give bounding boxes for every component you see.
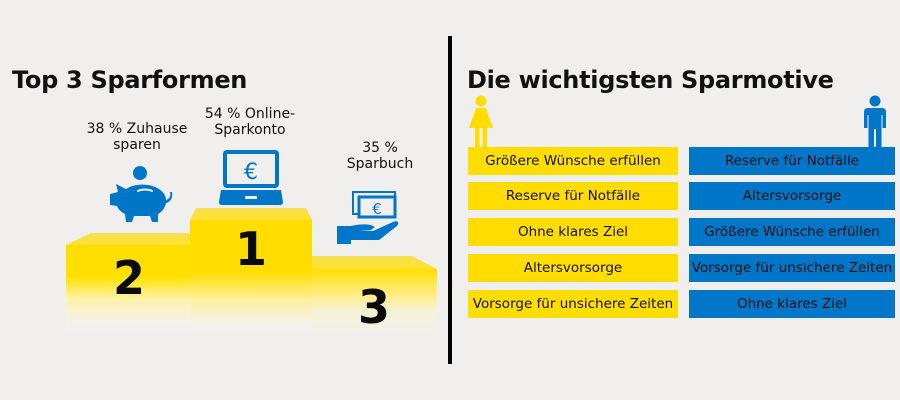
women-motive-3: Ohne klares Ziel bbox=[468, 218, 678, 246]
place-3-label: 35 % Sparbuch bbox=[335, 140, 425, 172]
place-3-label-line2: Sparbuch bbox=[346, 156, 414, 172]
place-2-label-line1: 38 % Zuhause bbox=[86, 121, 188, 137]
men-motive-3: Größere Wünsche erfüllen bbox=[689, 218, 895, 246]
place-3-label-line1: 35 % bbox=[362, 140, 398, 156]
podium-1 bbox=[190, 220, 312, 335]
place-1-label: 54 % Online- Sparkonto bbox=[180, 106, 320, 138]
podium-2 bbox=[66, 245, 190, 335]
women-motive-2: Reserve für Notfälle bbox=[468, 182, 678, 210]
podium-2-top bbox=[66, 233, 190, 245]
hand-banknote-icon: € bbox=[337, 191, 399, 244]
men-motive-5: Ohne klares Ziel bbox=[689, 290, 895, 318]
rank-2-number: 2 bbox=[112, 251, 145, 305]
place-2-label-line2: sparen bbox=[113, 137, 161, 153]
place-2-label: 38 % Zuhause sparen bbox=[62, 121, 212, 153]
women-motive-4: Altersvorsorge bbox=[468, 254, 678, 282]
left-panel-title: Top 3 Sparformen bbox=[12, 66, 248, 94]
men-motive-4: Vorsorge für unsichere Zeiten bbox=[689, 254, 895, 282]
woman-icon bbox=[469, 95, 493, 147]
men-motive-2: Altersvorsorge bbox=[689, 182, 895, 210]
women-motive-1: Größere Wünsche erfüllen bbox=[468, 147, 678, 175]
podium-3-top bbox=[312, 256, 437, 269]
piggy-bank-icon bbox=[110, 166, 173, 222]
svg-text:€: € bbox=[372, 200, 382, 218]
right-panel-title: Die wichtigsten Sparmotive bbox=[467, 66, 834, 94]
rank-3-number: 3 bbox=[357, 280, 390, 334]
place-1-label-line1: 54 % Online- bbox=[204, 106, 296, 122]
laptop-euro-icon: € bbox=[219, 150, 283, 205]
podium-3 bbox=[312, 269, 437, 335]
place-1-label-line2: Sparkonto bbox=[214, 122, 286, 138]
rank-1-number: 1 bbox=[234, 222, 267, 276]
women-motive-5: Vorsorge für unsichere Zeiten bbox=[468, 290, 678, 318]
svg-text:€: € bbox=[244, 160, 258, 185]
podium-1-top bbox=[190, 208, 312, 220]
man-icon bbox=[864, 95, 886, 147]
men-motive-1: Reserve für Notfälle bbox=[689, 147, 895, 175]
divider bbox=[448, 36, 452, 364]
